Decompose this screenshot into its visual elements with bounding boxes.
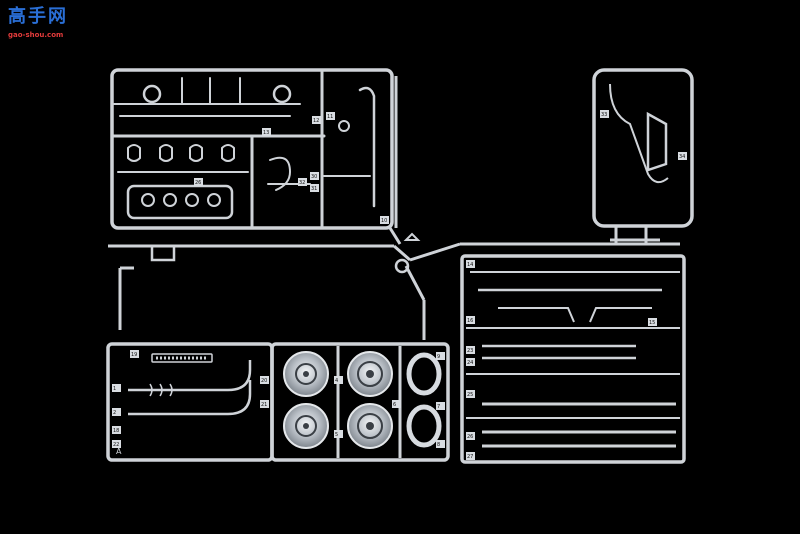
part-tag-label: 34 bbox=[679, 154, 685, 160]
part-tag bbox=[326, 112, 335, 120]
upper-left-frame bbox=[110, 68, 394, 230]
wheel-ring bbox=[406, 404, 442, 448]
part-tag bbox=[112, 384, 121, 392]
part-tag bbox=[436, 402, 445, 410]
part-tag bbox=[466, 316, 475, 324]
part-tag bbox=[112, 426, 121, 434]
watermark-url: gao-shou.com bbox=[8, 31, 64, 39]
sprue-letter-tag: A bbox=[116, 447, 122, 456]
part-tag-label: 6 bbox=[393, 402, 396, 408]
part-tag-label: 12 bbox=[313, 118, 319, 124]
right-panel-frame bbox=[460, 254, 686, 464]
upper-right-frame bbox=[592, 68, 694, 244]
wheel-hub bbox=[347, 351, 393, 397]
part-tag-label: 25 bbox=[467, 392, 473, 398]
wheel-hub bbox=[347, 403, 393, 449]
part-tag-label: 27 bbox=[467, 454, 473, 460]
part-tag bbox=[262, 128, 271, 136]
part-tag bbox=[334, 376, 343, 384]
part-tag bbox=[436, 352, 445, 360]
part-tag bbox=[194, 178, 203, 186]
part-tag bbox=[334, 430, 343, 438]
part-tag bbox=[392, 400, 401, 408]
part-tag bbox=[312, 116, 321, 124]
part-tag bbox=[466, 346, 475, 354]
part-tag-label: 2 bbox=[113, 410, 116, 416]
part-tag bbox=[310, 184, 319, 192]
part-tag-label: 5 bbox=[335, 432, 338, 438]
part-tag bbox=[130, 350, 139, 358]
part-tag bbox=[466, 390, 475, 398]
part-tag bbox=[466, 432, 475, 440]
part-tag bbox=[466, 452, 475, 460]
part-tag-label: 7 bbox=[437, 404, 440, 410]
part-tag bbox=[678, 152, 687, 160]
wheel-hubs bbox=[283, 351, 442, 449]
part-tag-label: 15 bbox=[649, 320, 655, 326]
part-tag bbox=[600, 110, 609, 118]
wheel-ring bbox=[406, 352, 442, 396]
part-tag bbox=[298, 178, 307, 186]
part-tag-label: 26 bbox=[195, 180, 201, 186]
part-tag bbox=[380, 216, 389, 224]
wheel-hub bbox=[283, 351, 329, 397]
part-tag-label: 21 bbox=[261, 402, 267, 408]
wheel-hub bbox=[283, 403, 329, 449]
part-tag-label: 10 bbox=[381, 218, 387, 224]
part-tag bbox=[436, 440, 445, 448]
watermark-title: 高手网 bbox=[8, 6, 68, 27]
part-tag-label: 30 bbox=[311, 174, 317, 180]
part-tag-label: 20 bbox=[261, 378, 267, 384]
part-tag-label: 16 bbox=[467, 318, 473, 324]
part-tag-label: 18 bbox=[113, 428, 119, 434]
part-tag-label: 8 bbox=[437, 442, 440, 448]
part-tag-label: 4 bbox=[335, 378, 338, 384]
part-tag-label: 31 bbox=[311, 186, 317, 192]
part-tag-label: 19 bbox=[131, 352, 137, 358]
main-runner bbox=[108, 76, 680, 340]
part-tag bbox=[466, 260, 475, 268]
part-tag-label: 24 bbox=[467, 360, 473, 366]
part-tag-label: 11 bbox=[327, 114, 333, 120]
part-tag-label: 26 bbox=[467, 434, 473, 440]
part-tag bbox=[466, 358, 475, 366]
part-tag bbox=[112, 440, 121, 448]
part-tag bbox=[310, 172, 319, 180]
wheels-frame bbox=[270, 342, 450, 462]
lower-left-frame bbox=[106, 342, 274, 462]
watermark-logo: 高手网 gao-shou.com bbox=[4, 4, 72, 40]
part-tag-label: 22 bbox=[113, 442, 119, 448]
part-tag-label: 23 bbox=[467, 348, 473, 354]
part-tag bbox=[648, 318, 657, 326]
part-tag-label: 13 bbox=[263, 130, 269, 136]
part-tag-label: 33 bbox=[601, 112, 607, 118]
part-tag-label: 1 bbox=[113, 386, 116, 392]
part-tag bbox=[260, 400, 269, 408]
part-tag-label: 14 bbox=[467, 262, 473, 268]
part-tag-label: 9 bbox=[437, 354, 440, 360]
part-tag bbox=[112, 408, 121, 416]
part-tag-label: 32 bbox=[299, 180, 305, 186]
part-tag bbox=[260, 376, 269, 384]
